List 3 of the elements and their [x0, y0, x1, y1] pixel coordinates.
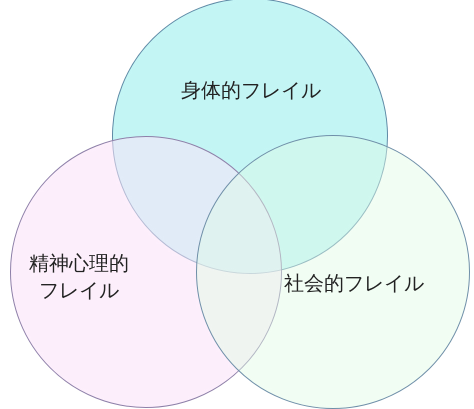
circle-label: 社会的フレイル: [284, 270, 424, 297]
circle-label: 精神心理的フレイル: [28, 250, 130, 304]
circle-label: 身体的フレイル: [181, 77, 321, 104]
